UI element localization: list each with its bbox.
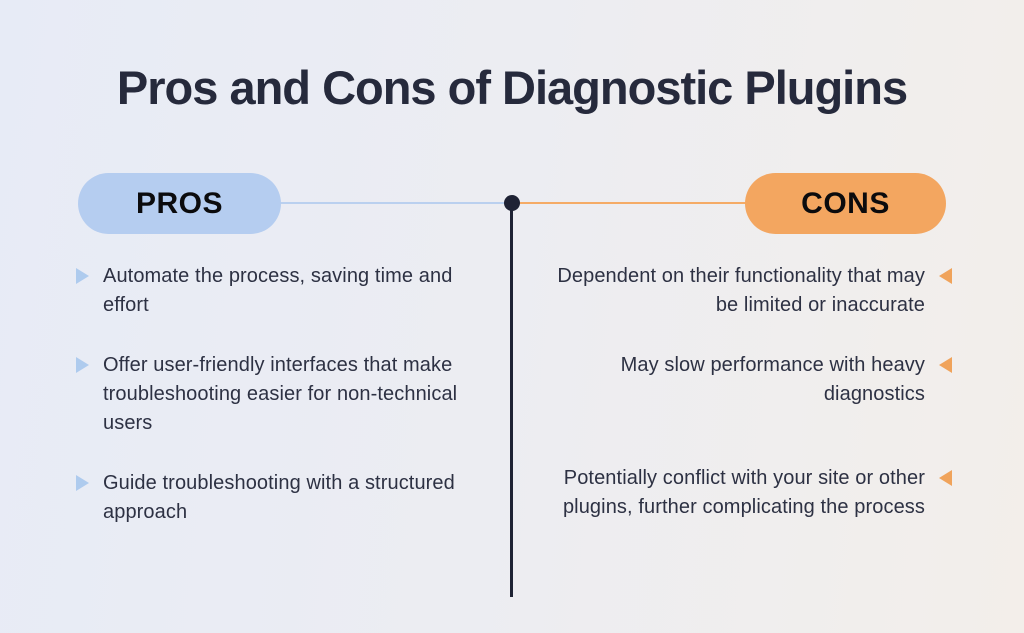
pros-connector-line — [280, 202, 512, 204]
triangle-left-icon — [939, 470, 952, 486]
pros-header-label: PROS — [135, 186, 224, 220]
pros-item: Offer user-friendly interfaces that make… — [76, 351, 486, 438]
cons-item: May slow performance with heavy diagnost… — [532, 351, 952, 409]
triangle-left-icon — [939, 357, 952, 373]
vertical-divider-line — [510, 203, 513, 597]
triangle-right-icon — [76, 268, 89, 284]
pros-header-pill: PROS — [78, 173, 281, 234]
center-dot — [504, 195, 520, 211]
cons-item: Dependent on their functionality that ma… — [532, 262, 952, 320]
triangle-right-icon — [76, 475, 89, 491]
pros-item: Guide troubleshooting with a structured … — [76, 469, 486, 527]
pros-item-text: Automate the process, saving time and ef… — [103, 265, 453, 316]
pros-list: Automate the process, saving time and ef… — [76, 262, 486, 558]
cons-item-text: Dependent on their functionality that ma… — [557, 265, 925, 316]
pros-item: Automate the process, saving time and ef… — [76, 262, 486, 320]
cons-header-pill: CONS — [745, 173, 946, 234]
cons-item-text: May slow performance with heavy diagnost… — [620, 354, 925, 405]
page-title: Pros and Cons of Diagnostic Plugins — [116, 61, 908, 114]
triangle-left-icon — [939, 268, 952, 284]
cons-header-label: CONS — [801, 186, 890, 220]
cons-item-text: Potentially conflict with your site or o… — [562, 467, 925, 518]
cons-list: Dependent on their functionality that ma… — [532, 262, 952, 553]
triangle-right-icon — [76, 357, 89, 373]
pros-item-text: Offer user-friendly interfaces that make… — [103, 354, 458, 434]
cons-item: Potentially conflict with your site or o… — [532, 464, 952, 522]
cons-connector-line — [512, 202, 746, 204]
pros-item-text: Guide troubleshooting with a structured … — [103, 472, 455, 523]
